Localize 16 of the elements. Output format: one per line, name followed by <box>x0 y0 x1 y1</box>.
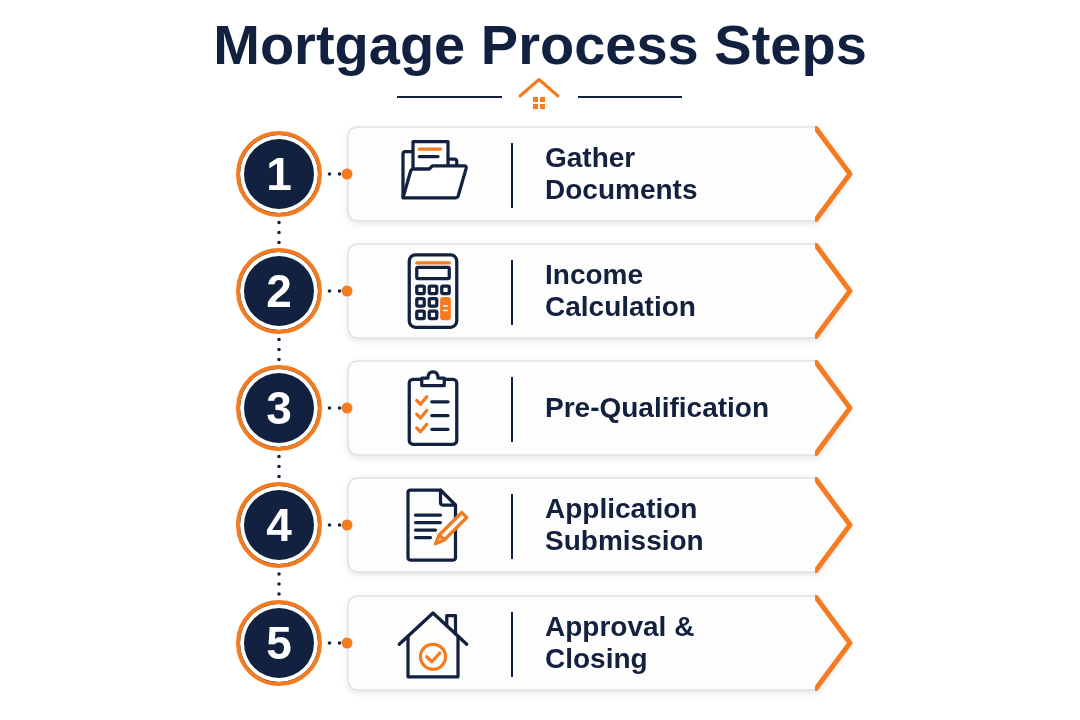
step-number: 3 <box>266 384 292 432</box>
step-card <box>347 243 855 339</box>
step-label: Pre-Qualification <box>545 392 770 424</box>
step-number: 2 <box>266 267 292 315</box>
title: Mortgage Process Steps <box>213 14 867 76</box>
step-card <box>347 126 855 222</box>
step-label: Approval & Closing <box>545 611 696 675</box>
step-card <box>347 360 855 456</box>
step-number: 5 <box>266 619 292 667</box>
step-label: Application Submission <box>545 493 705 557</box>
step-number: 1 <box>266 150 292 198</box>
step-label: Gather Documents <box>545 142 699 206</box>
step-card <box>347 477 855 573</box>
step-card <box>347 595 855 691</box>
step-label: Income Calculation <box>545 259 697 323</box>
step-number: 4 <box>266 501 292 549</box>
